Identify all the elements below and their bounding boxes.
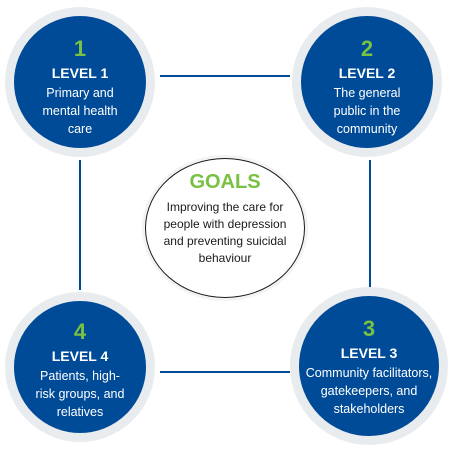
goals-title: GOALS (189, 171, 261, 193)
level-4-title: LEVEL 4 (51, 348, 109, 364)
level-3-circle: 3 LEVEL 3 Community facilitators, gateke… (290, 287, 448, 445)
level-1-title: LEVEL 1 (51, 65, 109, 81)
level-3-description: Community facilitators, gatekeepers, and… (305, 366, 433, 416)
level-3-title: LEVEL 3 (340, 345, 398, 361)
level-1-description: Primary and mental health care (42, 86, 118, 136)
level-2-description: The general public in the community (333, 86, 401, 136)
level-2-title: LEVEL 2 (338, 65, 396, 81)
level-4-number: 4 (73, 319, 87, 344)
level-2-number: 2 (360, 36, 374, 61)
goals-circle: GOALS Improving the care for people with… (145, 158, 305, 298)
level-4-circle: 4 LEVEL 4 Patients, high-risk groups, an… (5, 292, 155, 442)
level-3-number: 3 (362, 316, 376, 341)
level-2-circle: 2 LEVEL 2 The general public in the comm… (292, 7, 442, 157)
level-1-circle: 1 LEVEL 1 Primary and mental health care (5, 7, 155, 157)
goals-description: Improving the care for people with depre… (163, 200, 287, 265)
level-1-number: 1 (73, 36, 87, 61)
level-4-description: Patients, high-risk groups, and relative… (35, 369, 125, 419)
